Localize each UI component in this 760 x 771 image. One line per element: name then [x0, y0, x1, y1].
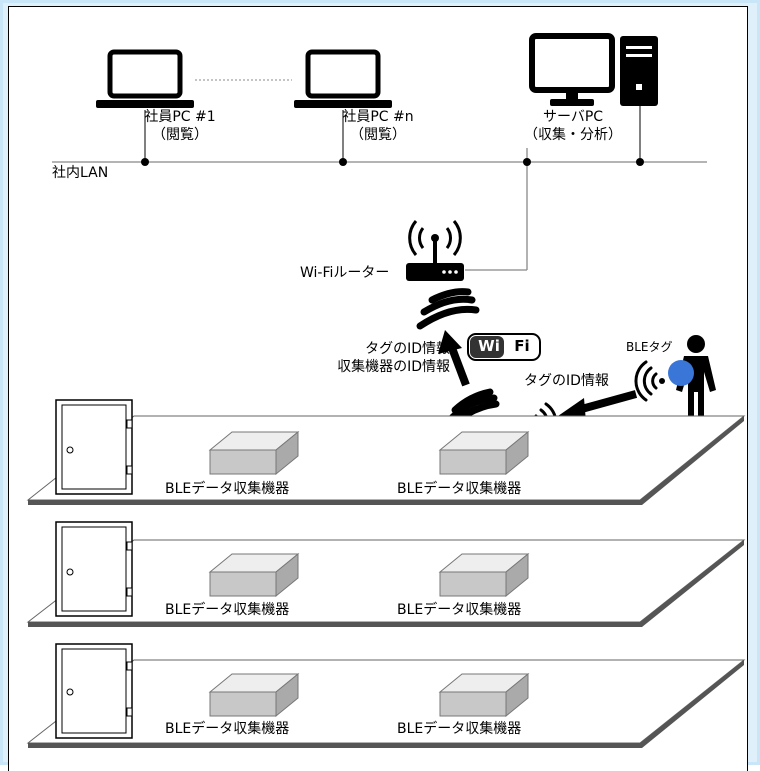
collector-device-icon	[438, 672, 530, 718]
ble-info-label: タグのID情報	[524, 373, 609, 389]
wifi-info-label: タグのID情報 収集機器のID情報	[328, 340, 450, 376]
laptop-icon	[96, 49, 194, 166]
ble-tag-label: BLEタグ	[626, 340, 673, 354]
wifi-signal-icon	[416, 288, 480, 330]
server-role: （収集・分析）	[524, 127, 622, 143]
up-arrow	[438, 330, 470, 387]
ble-tag-icon	[668, 360, 694, 386]
server-tower-icon	[620, 36, 658, 166]
collector-device-icon	[438, 430, 530, 476]
pc1-label: 社員PC #1 （閲覧）	[130, 108, 230, 144]
router-icon	[406, 220, 527, 281]
laptop-icon	[294, 49, 392, 166]
wifi-logo-icon	[467, 333, 541, 361]
collector-device-icon	[208, 552, 300, 598]
device-label: BLEデータ収集機器	[165, 721, 290, 737]
device-label: BLEデータ収集機器	[397, 602, 522, 618]
floor-2	[26, 521, 746, 627]
device-label: BLEデータ収集機器	[165, 481, 290, 497]
floor-3	[26, 643, 746, 748]
pc1-name: 社員PC #1	[144, 109, 216, 125]
router-label: Wi-Fiルーター	[300, 265, 390, 281]
device-label: BLEデータ収集機器	[397, 481, 522, 497]
pcn-label: 社員PC #n （閲覧）	[328, 108, 428, 144]
server-label: サーバPC （収集・分析）	[518, 108, 628, 144]
collector-device-icon	[208, 672, 300, 718]
lan-label: 社内LAN	[52, 165, 109, 181]
pc1-role: （閲覧）	[152, 127, 208, 143]
wifi-info-line2: 収集機器のID情報	[337, 359, 450, 375]
device-label: BLEデータ収集機器	[165, 602, 290, 618]
floor-1	[26, 399, 746, 505]
wifi-logo-fi: Fi	[514, 337, 530, 355]
ble-signal-icon	[634, 360, 665, 402]
wifi-info-line1: タグのID情報	[365, 341, 450, 357]
collector-device-icon	[208, 430, 300, 476]
collector-device-icon	[438, 552, 530, 598]
server-monitor-icon	[523, 33, 615, 270]
device-label: BLEデータ収集機器	[397, 721, 522, 737]
server-name: サーバPC	[542, 109, 604, 125]
pcn-role: （閲覧）	[350, 127, 406, 143]
wifi-logo-wi: Wi	[478, 337, 500, 355]
pcn-name: 社員PC #n	[342, 109, 414, 125]
